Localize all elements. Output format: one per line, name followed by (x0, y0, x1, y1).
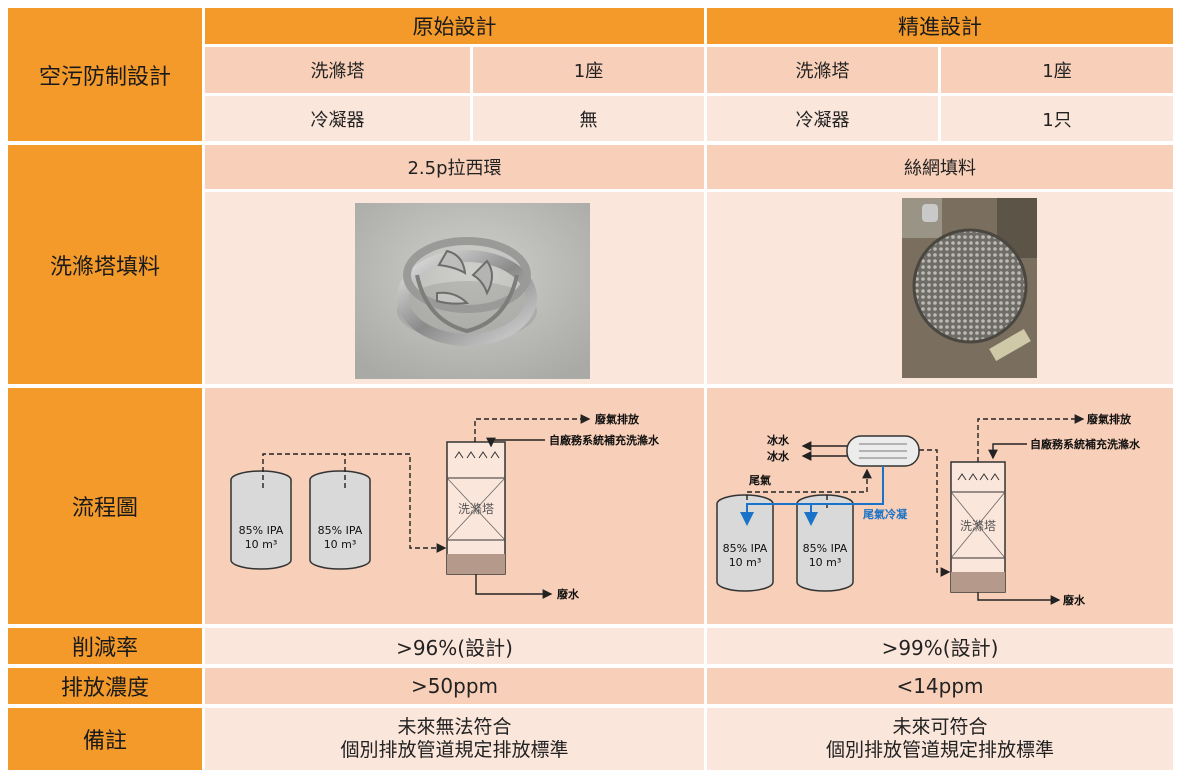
remarks-orig-line1: 未來無法符合 (397, 716, 512, 738)
emission-impr: <14ppm (707, 668, 1173, 704)
waste-water-label: 廢水 (557, 587, 580, 601)
tank-4-volume: 10 m³ (809, 556, 842, 569)
air-row1-orig-value: 1座 (473, 47, 704, 93)
exhaust-label-improved: 廢氣排放 (1087, 412, 1132, 426)
tank-3: 85% IPA 10 m³ (716, 494, 774, 592)
tank-1-volume: 10 m³ (245, 538, 278, 551)
tail-gas-label: 尾氣 (748, 473, 771, 487)
air-row1-orig-item: 洗滌塔 (205, 47, 470, 93)
wire-mesh-packing-image (902, 198, 1037, 378)
remarks-impr: 未來可符合 個別排放管道規定排放標準 (707, 708, 1173, 770)
exhaust-label: 廢氣排放 (595, 412, 640, 426)
flow-impr-cell: 冰水 冰水 85% IPA 10 m³ 85% IPA 10 m³ 尾氣 尾氣冷… (707, 388, 1173, 624)
header-improved: 精進設計 (707, 8, 1173, 44)
reduction-impr: >99%(設計) (707, 628, 1173, 664)
tank-4-label: 85% IPA (803, 542, 848, 555)
packing-impr-photo-cell (707, 192, 1173, 384)
flow-diagram-original: 85% IPA 10 m³ 85% IPA 10 m³ 洗滌塔 廢氣排放 (230, 412, 660, 601)
waste-water-label-improved: 廢水 (1063, 593, 1086, 607)
air-row2-orig-value: 無 (473, 96, 704, 141)
scrubber-tower: 洗滌塔 (446, 441, 506, 575)
scrubber-tower-improved: 洗滌塔 (950, 461, 1006, 593)
makeup-water-label: 自廠務系統補充洗滌水 (549, 433, 660, 447)
emission-orig: >50ppm (205, 668, 704, 704)
tank-2-label: 85% IPA (318, 524, 363, 537)
label-reduction: 削減率 (8, 628, 202, 664)
remarks-orig-line2: 個別排放管道規定排放標準 (340, 739, 569, 761)
air-row2-orig-item: 冷凝器 (205, 96, 470, 141)
label-flow: 流程圖 (8, 388, 202, 624)
label-packing: 洗滌塔填料 (8, 145, 202, 384)
tank-1-label: 85% IPA (239, 524, 284, 537)
tank-3-volume: 10 m³ (729, 556, 762, 569)
air-row1-impr-item: 洗滌塔 (707, 47, 938, 93)
flow-diagram-improved: 冰水 冰水 85% IPA 10 m³ 85% IPA 10 m³ 尾氣 尾氣冷… (716, 412, 1141, 607)
packing-orig-photo-cell (205, 192, 704, 384)
air-row2-impr-value: 1只 (941, 96, 1173, 141)
raschig-ring-image (355, 203, 590, 379)
ice-water-in-label: 冰水 (767, 433, 790, 447)
flow-orig-cell: 85% IPA 10 m³ 85% IPA 10 m³ 洗滌塔 廢氣排放 (205, 388, 704, 624)
label-emission: 排放濃度 (8, 668, 202, 704)
tower-label-improved: 洗滌塔 (960, 518, 996, 533)
reduction-orig: >96%(設計) (205, 628, 704, 664)
tank-3-label: 85% IPA (723, 542, 768, 555)
air-row1-impr-value: 1座 (941, 47, 1173, 93)
header-original: 原始設計 (205, 8, 704, 44)
remarks-impr-line1: 未來可符合 (892, 716, 988, 738)
tank-2-volume: 10 m³ (324, 538, 357, 551)
tail-gas-condensing-label: 尾氣冷凝 (862, 507, 908, 521)
tank-4: 85% IPA 10 m³ (796, 494, 854, 592)
label-air-pollution: 空污防制設計 (8, 8, 202, 141)
tank-2: 85% IPA 10 m³ (309, 470, 371, 570)
packing-orig-name: 2.5p拉西環 (205, 145, 704, 189)
remarks-impr-line2: 個別排放管道規定排放標準 (825, 739, 1054, 761)
label-remarks: 備註 (8, 708, 202, 770)
tower-label: 洗滌塔 (458, 501, 494, 516)
remarks-orig: 未來無法符合 個別排放管道規定排放標準 (205, 708, 704, 770)
tank-1: 85% IPA 10 m³ (230, 470, 292, 570)
makeup-water-label-improved: 自廠務系統補充洗滌水 (1030, 437, 1141, 451)
ice-water-out-label: 冰水 (767, 449, 790, 463)
packing-impr-name: 絲網填料 (707, 145, 1173, 189)
air-row2-impr-item: 冷凝器 (707, 96, 938, 141)
condenser (846, 435, 920, 467)
